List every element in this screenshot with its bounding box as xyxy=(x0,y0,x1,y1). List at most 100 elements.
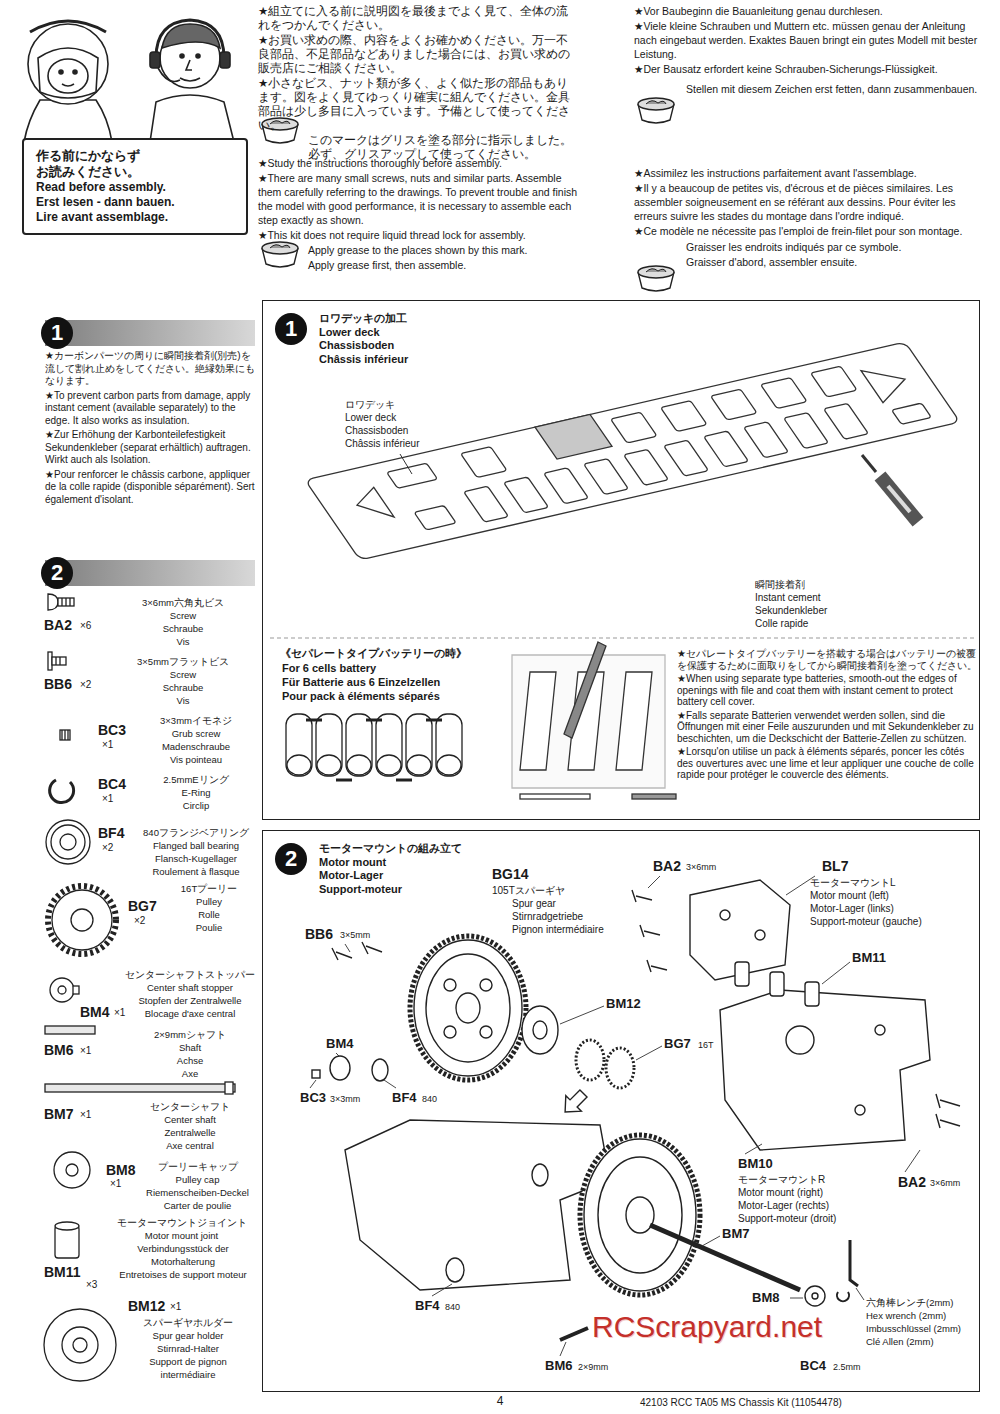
label-text: Apply grease to the places shown by this… xyxy=(308,243,580,257)
part-code: BM8 xyxy=(106,1162,136,1178)
file-closeup xyxy=(512,642,676,799)
label-text: Flansch-Kugellager xyxy=(140,852,252,865)
label-text: 840 xyxy=(445,1302,460,1313)
label-text: 瞬間接着剤 xyxy=(755,578,805,591)
label-text: ★Il y a beaucoup de petites vis, d'écrou… xyxy=(634,181,980,223)
label-text: Chassisboden xyxy=(345,424,408,437)
part-code: 《セパレートタイプバッテリーの時》 xyxy=(280,646,467,660)
label-text: Pignon intermédiaire xyxy=(512,923,604,936)
sign-text: Erst lesen - dann bauen. xyxy=(36,195,234,210)
label-text: 3×3mm xyxy=(330,1094,360,1105)
label-text: 42103 RCC TA05 MS Chassis Kit (11054478) xyxy=(640,1396,842,1409)
label-text: Carter de poulie xyxy=(140,1199,255,1212)
label-text: Blocage d'axe central xyxy=(125,1007,255,1020)
part-code: BM7 xyxy=(44,1106,74,1122)
label-text: Circlip xyxy=(140,799,252,812)
step-heading: Motor mount xyxy=(319,856,386,869)
step-number: 1 xyxy=(41,317,73,349)
step-heading: Chassisboden xyxy=(319,339,394,352)
label-text: ×1 xyxy=(110,1178,121,1190)
step-heading: Châssis inférieur xyxy=(319,353,408,366)
label-text: Hex wrench (2mm) xyxy=(866,1309,946,1322)
label-text: Instant cement xyxy=(755,591,821,604)
label-text: Rolle xyxy=(165,908,253,921)
part-code: BA2 xyxy=(653,858,681,874)
label-text: Pulley xyxy=(165,895,253,908)
part-code: BB6 xyxy=(44,676,72,692)
label-text: スパーギヤホルダー xyxy=(122,1316,254,1329)
part-code: Pour pack à éléments séparés xyxy=(282,689,440,703)
label-text: Vis xyxy=(118,635,248,648)
label-text: Motor mount (left) xyxy=(810,889,889,902)
label-text: 16T xyxy=(698,1040,714,1051)
label-text: Flanged ball bearing xyxy=(140,839,252,852)
label-text: ★Study the instructions thoroughly befor… xyxy=(258,156,580,170)
battery-cells xyxy=(286,714,462,780)
label-text: ★Vor Baubeginn die Bauanleitung genau du… xyxy=(634,4,980,18)
label-text: ×2 xyxy=(80,679,91,691)
label-text: Imbusschlüssel (2mm) xyxy=(866,1322,961,1335)
label-text: 3×6mm六角丸ビス xyxy=(118,596,248,609)
label-text: ×1 xyxy=(80,1045,91,1057)
step-bar: 1 xyxy=(45,320,255,346)
part-code: BG7 xyxy=(664,1036,691,1051)
part-code: BM4 xyxy=(326,1036,353,1051)
part-code: BM7 xyxy=(722,1226,749,1241)
label-text: Axe xyxy=(125,1067,255,1080)
leader-line xyxy=(400,454,412,474)
label-text: 2×9mmシャフト xyxy=(125,1028,255,1041)
label-text: Poulie xyxy=(165,921,253,934)
part-code: BG14 xyxy=(492,866,529,882)
part-code: BM4 xyxy=(80,1004,110,1020)
label-text: Motor mount joint xyxy=(108,1229,255,1242)
cement-tube xyxy=(862,455,918,522)
sign-text: 作る前にかならず お読みください。 xyxy=(36,148,156,180)
step-number: 1 xyxy=(275,313,307,345)
part-code: BC3 xyxy=(300,1090,326,1105)
label-text: センターシャフトストッパー xyxy=(125,968,255,981)
step-heading: Motor-Lager xyxy=(319,869,383,882)
label-text: 16Tプーリー xyxy=(165,882,253,895)
lower-deck xyxy=(305,342,960,560)
label-text: Vis xyxy=(118,694,248,707)
step-bar: 2 xyxy=(45,560,255,586)
label-text: ★Der Bausatz erfordert keine Schrauben-S… xyxy=(634,62,980,76)
label-text: Colle rapide xyxy=(755,617,808,630)
label-text: Spur gear xyxy=(512,897,556,910)
part-code: BC4 xyxy=(98,776,126,792)
label-text: 2×9mm xyxy=(578,1362,608,1373)
label-text: Motor-Lager (rechts) xyxy=(738,1199,829,1212)
step-heading: Support-moteur xyxy=(319,883,402,896)
step-number: 2 xyxy=(275,843,307,875)
cartoon xyxy=(24,20,234,142)
label-text: モーターマウントR xyxy=(738,1173,825,1186)
label-text: Verbindungsstück der Motorhalterung xyxy=(118,1242,248,1268)
label-text: 六角棒レンチ(2mm) xyxy=(866,1296,953,1309)
label-text: ★小さなビス、ナット類が多く、よく似た形の部品もあります。図をよく見てゆっくり確… xyxy=(258,76,580,132)
part-code: BM11 xyxy=(852,950,886,965)
part-code: BC3 xyxy=(98,722,126,738)
part-code: BC4 xyxy=(800,1358,826,1373)
label-text: 3×5mmフラットビス xyxy=(118,655,248,668)
motor-mount-drawing xyxy=(312,880,960,1340)
sign-text: Lire avant assemblage. xyxy=(36,210,234,225)
part-code: BM12 xyxy=(128,1298,165,1314)
label-text: Pulley cap xyxy=(140,1173,255,1186)
label-text: Center shaft xyxy=(125,1113,255,1126)
watermark: RCScrapyard.net xyxy=(592,1310,822,1344)
label-text: 840 xyxy=(422,1094,437,1105)
sign-text: Read before assembly. xyxy=(36,180,234,195)
label-text: ×1 xyxy=(102,793,113,805)
label-text: ×1 xyxy=(102,739,113,751)
label-text: ★カーボンパーツの周りに瞬間接着剤(別売)を流して割れ止めをしてください。絶縁効… xyxy=(45,350,255,388)
label-text: ×1 xyxy=(80,1109,91,1121)
label-text: Roulement à flasque xyxy=(140,865,252,878)
label-text: Madenschraube xyxy=(140,740,252,753)
label-text: Zentralwelle xyxy=(125,1126,255,1139)
leader-lines xyxy=(310,876,920,1356)
label-text: ★This kit does not require liquid thread… xyxy=(258,228,580,242)
label-text: ×2 xyxy=(134,915,145,927)
label-text: Support-moteur (gauche) xyxy=(810,915,922,928)
label-text: Spur gear holder xyxy=(122,1329,254,1342)
step-heading: Lower deck xyxy=(319,326,380,339)
